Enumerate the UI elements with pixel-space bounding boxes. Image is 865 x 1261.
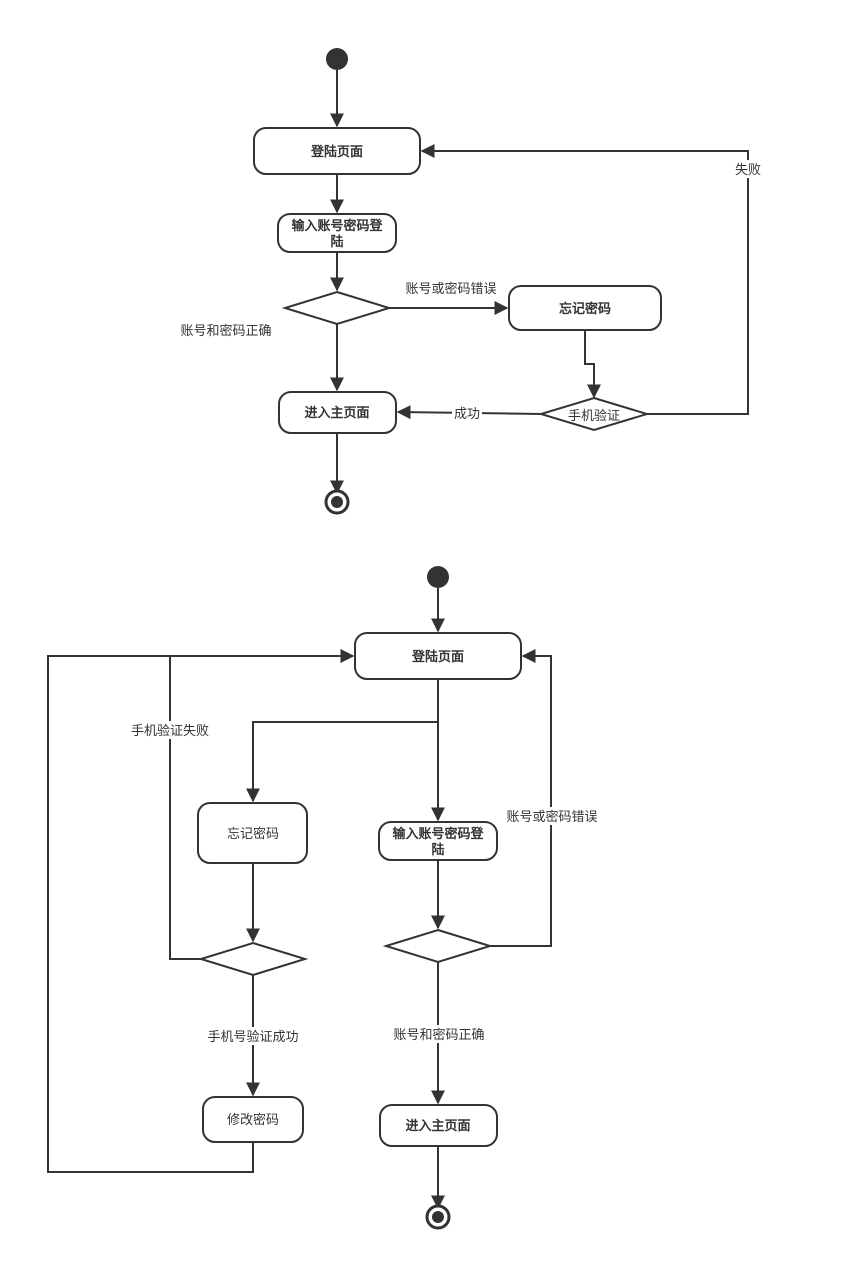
forgot-password-node: 忘记密码 xyxy=(508,285,662,331)
label-correct-2: 账号和密码正确 xyxy=(393,1027,484,1043)
login-page-node: 登陆页面 xyxy=(253,127,421,175)
label-wrong: 账号或密码错误 xyxy=(405,281,496,297)
credentials-decision xyxy=(281,290,393,326)
enter-main-node-2: 进入主页面 xyxy=(379,1104,498,1147)
diagram-2: 登陆页面 忘记密码 输入账号密码登 陆 修改密码 进入主页面 手机验证失败 账 xyxy=(47,566,599,1230)
label-correct: 账号和密码正确 xyxy=(180,323,271,339)
forgot-password-label-2: 忘记密码 xyxy=(227,826,279,842)
start-node-2 xyxy=(427,566,449,588)
diagram-1: 登陆页面 输入账号密码登 陆 忘记密码 进入主页面 手机验证 账号或密码错误 账… xyxy=(180,48,762,515)
input-login-label-line1: 输入账号密码登 xyxy=(291,218,383,234)
forgot-password-label: 忘记密码 xyxy=(559,301,611,317)
label-fail: 失败 xyxy=(735,163,761,178)
end-node-2 xyxy=(425,1204,451,1230)
label-success: 成功 xyxy=(454,407,480,422)
edge2-phone-fail-to-login xyxy=(169,649,355,960)
enter-main-label: 进入主页面 xyxy=(304,405,369,421)
edge2-login-to-forgot xyxy=(246,721,438,803)
edge2-modify-to-login xyxy=(47,655,254,1173)
login-page-label: 登陆页面 xyxy=(310,144,363,160)
input-login-label-line2: 陆 xyxy=(330,234,343,250)
input-login-node-2: 输入账号密码登 陆 xyxy=(378,821,498,861)
enter-main-label-2: 进入主页面 xyxy=(405,1118,470,1134)
input-login-label-2-line2: 陆 xyxy=(431,842,444,858)
phone-verify-decision: 手机验证 xyxy=(537,396,651,432)
end-node xyxy=(324,489,350,515)
edge-verify-fail-to-login xyxy=(420,144,749,415)
modify-password-label: 修改密码 xyxy=(227,1112,279,1128)
credentials-decision-2 xyxy=(382,928,494,964)
edge2-wrong-to-login xyxy=(490,649,552,947)
modify-password-node: 修改密码 xyxy=(202,1096,304,1143)
login-page-label-2: 登陆页面 xyxy=(411,649,464,665)
input-login-node: 输入账号密码登 陆 xyxy=(277,213,397,253)
start-node xyxy=(326,48,348,70)
forgot-password-node-2: 忘记密码 xyxy=(197,802,308,864)
edge-forgot-to-verify xyxy=(584,330,601,399)
label-phone-success: 手机号验证成功 xyxy=(207,1029,298,1045)
phone-verify-label: 手机验证 xyxy=(568,408,620,424)
label-wrong-2: 账号或密码错误 xyxy=(506,809,597,825)
input-login-label-2-line1: 输入账号密码登 xyxy=(392,826,484,842)
label-phone-fail: 手机验证失败 xyxy=(131,723,209,739)
login-page-node-2: 登陆页面 xyxy=(354,632,522,680)
enter-main-node: 进入主页面 xyxy=(278,391,397,434)
phone-decision-2 xyxy=(197,941,309,977)
